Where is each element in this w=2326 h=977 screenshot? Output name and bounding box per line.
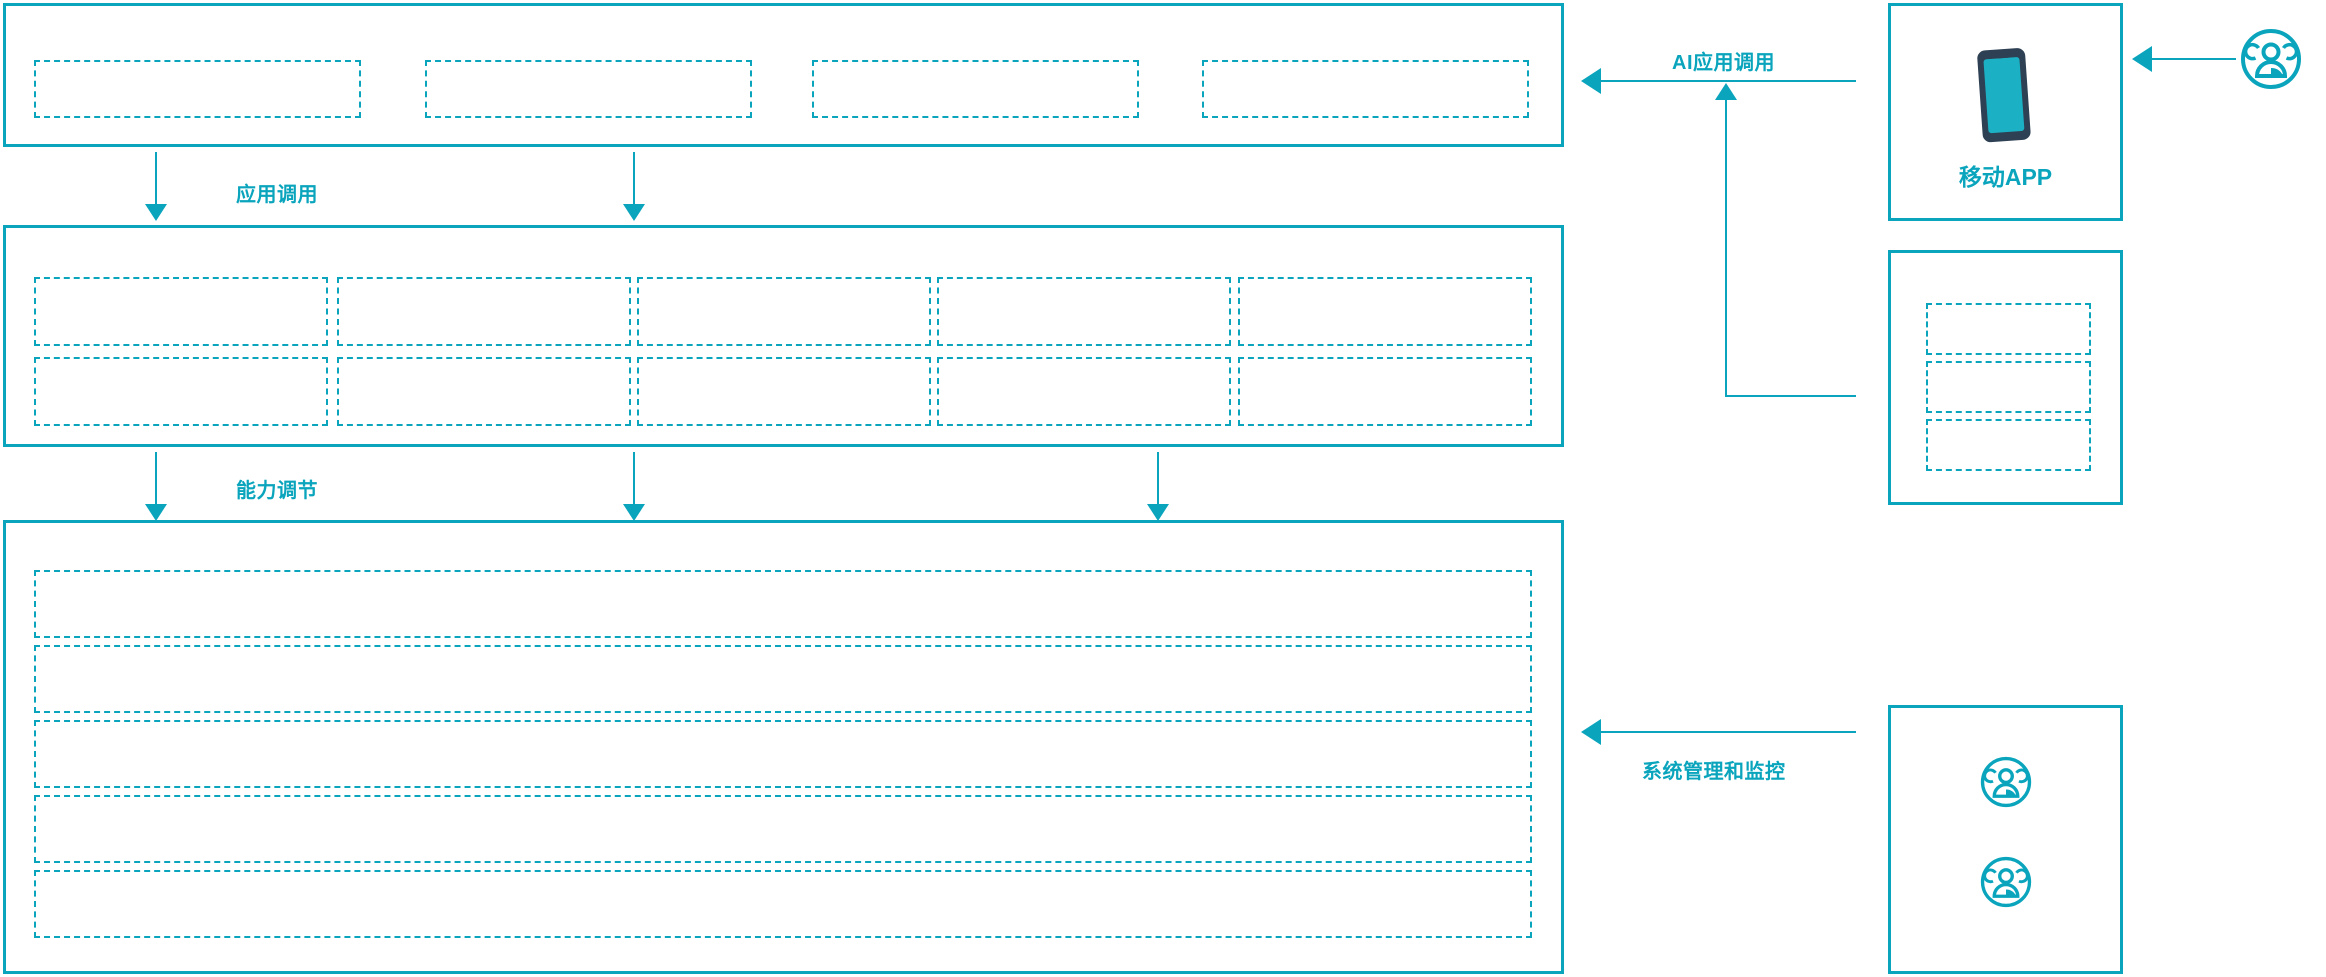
plat-row-5[interactable] bbox=[34, 870, 1532, 938]
system-manage-arrow-head bbox=[1581, 719, 1601, 745]
capability-adjust-arrow-line-3 bbox=[1157, 452, 1159, 506]
user-group-icon bbox=[1980, 756, 2032, 808]
capability-adjust-label: 能力调节 bbox=[236, 480, 318, 502]
cap-cell-6[interactable] bbox=[34, 357, 328, 426]
channel-cell-3[interactable] bbox=[1926, 419, 2091, 471]
channel-cell-1[interactable] bbox=[1926, 303, 2091, 355]
system-manage-monitor-label: 系统管理和监控 bbox=[1642, 761, 1786, 783]
application-layer-panel bbox=[3, 3, 1564, 147]
app-cell-1[interactable] bbox=[34, 60, 361, 118]
cap-cell-3[interactable] bbox=[637, 277, 931, 346]
user-group-icon bbox=[1980, 856, 2032, 908]
ai-app-invoke-riser-head bbox=[1715, 83, 1737, 100]
capability-adjust-arrow-head-3 bbox=[1147, 504, 1169, 521]
ops-users-panel[interactable] bbox=[1888, 705, 2123, 974]
ai-app-invoke-arrow-head bbox=[1581, 68, 1601, 94]
cap-cell-5[interactable] bbox=[1238, 277, 1532, 346]
cap-cell-2[interactable] bbox=[337, 277, 631, 346]
app-invoke-arrow-head-left bbox=[145, 204, 167, 221]
smartphone-icon bbox=[1975, 46, 2037, 146]
cap-cell-8[interactable] bbox=[637, 357, 931, 426]
app-invoke-arrow-line-right bbox=[633, 152, 635, 206]
app-cell-3[interactable] bbox=[812, 60, 1139, 118]
app-invoke-label: 应用调用 bbox=[236, 184, 318, 206]
app-invoke-arrow-line-left bbox=[155, 152, 157, 206]
app-cell-2[interactable] bbox=[425, 60, 752, 118]
plat-row-2[interactable] bbox=[34, 645, 1532, 713]
system-manage-arrow-line bbox=[1601, 731, 1856, 733]
ai-app-invoke-riser-vertical bbox=[1725, 100, 1727, 396]
ai-app-invoke-riser-foot bbox=[1725, 395, 1856, 397]
plat-row-1[interactable] bbox=[34, 570, 1532, 638]
app-invoke-arrow-head-right bbox=[623, 204, 645, 221]
cap-cell-1[interactable] bbox=[34, 277, 328, 346]
capability-adjust-arrow-head-2 bbox=[623, 504, 645, 521]
mobile-app-panel[interactable]: 移动APP bbox=[1888, 3, 2123, 221]
ai-app-invoke-label: AI应用调用 bbox=[1672, 52, 1775, 74]
capability-adjust-arrow-line-2 bbox=[633, 452, 635, 506]
cap-cell-10[interactable] bbox=[1238, 357, 1532, 426]
mobile-app-label: 移动APP bbox=[1958, 164, 2053, 190]
ai-app-invoke-arrow-line-horizontal bbox=[1601, 80, 1856, 82]
cap-cell-4[interactable] bbox=[937, 277, 1231, 346]
plat-row-3[interactable] bbox=[34, 720, 1532, 788]
platform-layer-panel bbox=[3, 520, 1564, 974]
user-to-mobile-arrow-head bbox=[2132, 46, 2152, 72]
user-to-mobile-arrow-line bbox=[2152, 58, 2236, 60]
secondary-channel-panel[interactable] bbox=[1888, 250, 2123, 505]
cap-cell-9[interactable] bbox=[937, 357, 1231, 426]
channel-cell-2[interactable] bbox=[1926, 361, 2091, 413]
capability-adjust-arrow-head-1 bbox=[145, 504, 167, 521]
user-group-icon bbox=[2240, 28, 2302, 90]
capability-adjust-arrow-line-1 bbox=[155, 452, 157, 506]
cap-cell-7[interactable] bbox=[337, 357, 631, 426]
capability-layer-panel bbox=[3, 225, 1564, 447]
plat-row-4[interactable] bbox=[34, 795, 1532, 863]
app-cell-4[interactable] bbox=[1202, 60, 1529, 118]
